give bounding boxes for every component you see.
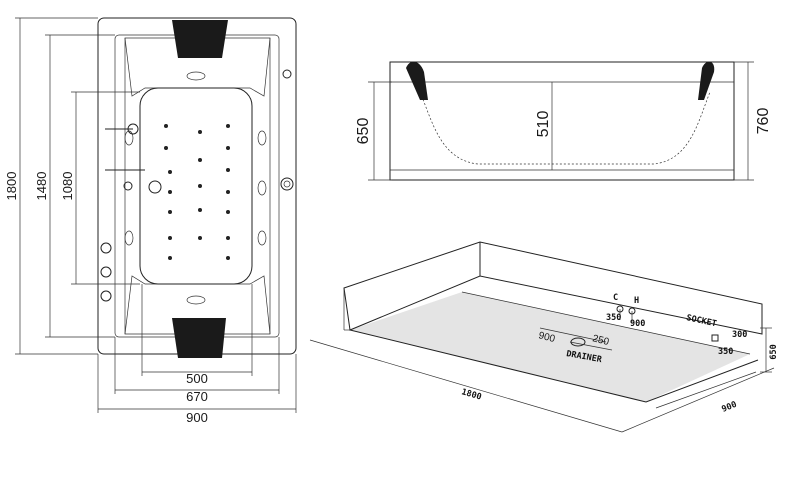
side-outer (389, 61, 735, 181)
cold-hot-fittings (616, 305, 636, 322)
install-view: C H 350 900 SOCKET 300 350 900 250 DRAIN… (309, 241, 779, 433)
nozzle-top (186, 71, 206, 81)
side-headrest-right (698, 61, 715, 100)
dim-height-side: 650 (355, 118, 372, 145)
tub-outer-frame (97, 17, 297, 355)
install-floor (350, 292, 750, 402)
dim-socket-a: 300 (732, 330, 747, 340)
dim-length-outer: 1800 (4, 172, 19, 201)
dim-drainer-y: 250 (591, 333, 610, 348)
tub-basin (139, 87, 253, 285)
dim-socket-b: 350 (718, 347, 733, 357)
basin-profile (419, 91, 711, 165)
side-headrest-left (406, 61, 428, 100)
drain-icon (280, 177, 294, 191)
dim-install-width: 900 (720, 400, 738, 415)
top-view: 1800 1480 1080 500 670 900 (4, 17, 297, 425)
side-jets (124, 130, 267, 246)
dim-height-total: 760 (755, 108, 772, 135)
overflow-icon (282, 69, 292, 79)
dim-drainer-x: 900 (537, 330, 556, 345)
dim-length-inner: 1480 (34, 172, 49, 201)
control-knobs (100, 242, 112, 302)
nozzle-bottom (186, 295, 206, 305)
headrest-bottom (172, 318, 226, 358)
label-cold: C (613, 293, 618, 303)
dim-cold-x: 350 (606, 313, 621, 323)
dim-hot-x: 900 (630, 319, 645, 329)
dim-width-basin: 500 (186, 371, 208, 386)
dim-depth: 510 (535, 111, 552, 138)
socket-icon (711, 334, 719, 342)
side-view: 650 510 760 (355, 61, 772, 181)
dim-width-outer: 900 (186, 410, 208, 425)
air-jets (164, 124, 230, 260)
label-hot: H (634, 296, 639, 306)
headrest-top (172, 20, 228, 58)
label-socket: SOCKET (685, 313, 717, 329)
dim-install-height: 650 (769, 344, 779, 359)
dim-width-inner: 670 (186, 389, 208, 404)
faucet-icon (105, 123, 162, 194)
dim-length-basin: 1080 (60, 172, 75, 201)
